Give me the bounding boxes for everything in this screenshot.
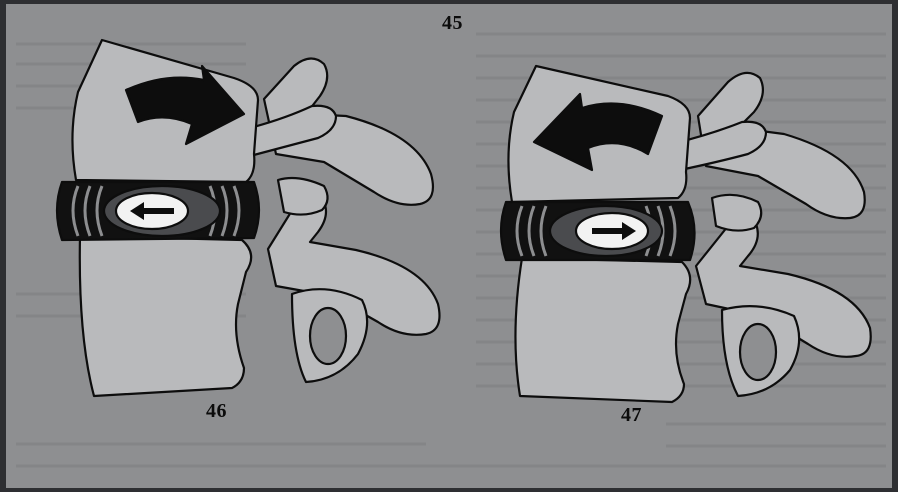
vertebral-body-lower-left [80, 236, 251, 396]
vertebra-left [57, 40, 440, 396]
figure-number-45: 45 [442, 12, 463, 35]
foramen-left [310, 308, 346, 364]
vertebral-body-lower-right [515, 258, 690, 402]
facet-right-1 [712, 195, 761, 231]
book-page: 45 46 47 [6, 4, 892, 488]
figure-number-47: 47 [621, 404, 642, 427]
disc-left [57, 182, 259, 240]
facet-left-1 [278, 178, 328, 215]
vertebrae-illustration [6, 4, 892, 488]
foramen-right [740, 324, 776, 380]
disc-right [501, 202, 695, 260]
vertebra-right [501, 66, 871, 402]
figure-number-46: 46 [206, 400, 227, 423]
